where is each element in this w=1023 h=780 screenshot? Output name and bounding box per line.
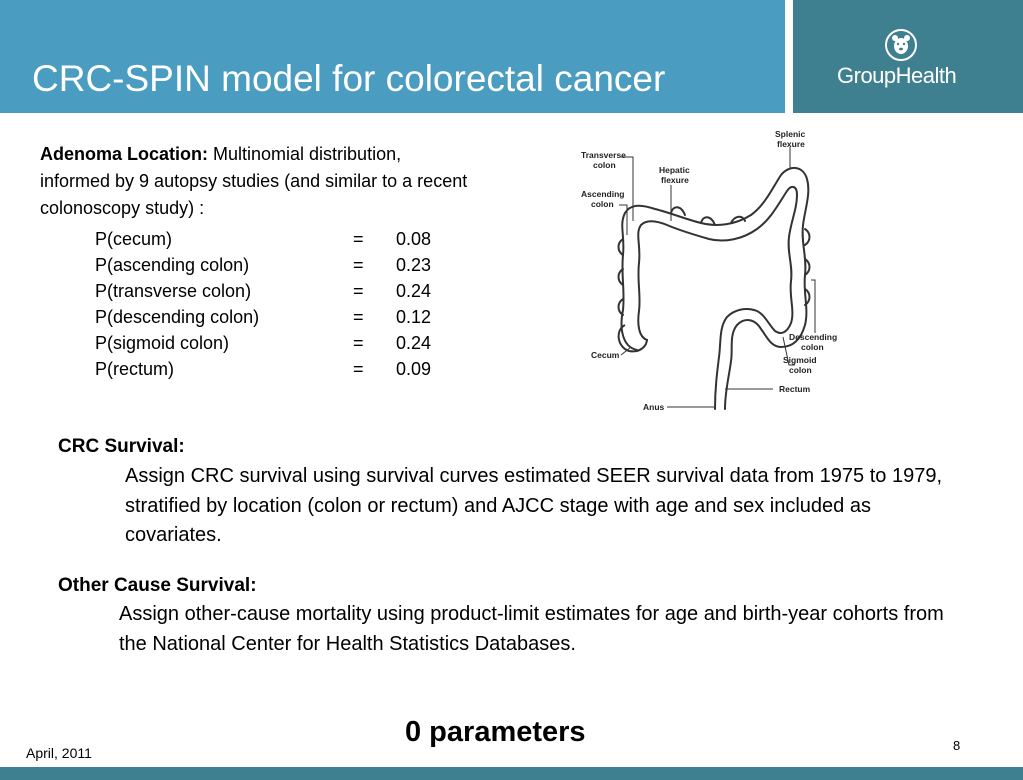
title-bar (0, 0, 785, 113)
label-sigmoid-2: colon (789, 365, 812, 375)
crc-survival-heading: CRC Survival: (58, 436, 185, 457)
prob-eq: = (353, 281, 364, 301)
prob-eq: = (353, 307, 364, 327)
label-descending-2: colon (801, 342, 824, 352)
prob-label: P(descending colon) (95, 307, 260, 327)
prob-row: P(rectum) = 0.09 (95, 356, 455, 382)
other-survival-heading: Other Cause Survival: (58, 575, 257, 596)
adenoma-label: Adenoma Location: (40, 144, 209, 164)
label-transverse-1: Transverse (581, 150, 626, 160)
probability-table: P(cecum) = 0.08 P(ascending colon) = 0.23 P(… (95, 226, 455, 382)
label-anus: Anus (643, 402, 665, 412)
prob-value: 0.12 (396, 307, 432, 327)
prob-value: 0.09 (396, 359, 432, 379)
prob-label: P(ascending colon) (95, 255, 250, 275)
prob-value: 0.23 (396, 255, 432, 275)
footer-date: April, 2011 (26, 745, 92, 761)
prob-value: 0.24 (396, 333, 432, 353)
label-splenic-1: Splenic (775, 129, 806, 139)
prob-row: P(sigmoid colon) = 0.24 (95, 330, 455, 356)
label-cecum: Cecum (591, 350, 620, 360)
label-splenic-2: flexure (777, 139, 805, 149)
prob-label: P(sigmoid colon) (95, 333, 230, 353)
colon-diagram: Splenic flexure Transverse colon Hepatic… (581, 129, 837, 412)
page-number: 8 (953, 738, 961, 753)
adenoma-intro: Adenoma Location: Multinomial distributi… (40, 141, 510, 222)
cecum-shape (617, 324, 648, 353)
colon-outline (617, 167, 811, 410)
prob-value: 0.08 (396, 229, 432, 249)
label-ascending-1: Ascending (581, 189, 624, 199)
label-hepatic-1: Hepatic (659, 165, 690, 175)
prob-row: P(descending colon) = 0.12 (95, 304, 455, 330)
prob-row: P(ascending colon) = 0.23 (95, 252, 455, 278)
prob-value: 0.24 (396, 281, 432, 301)
bear-seal-icon (885, 29, 917, 61)
prob-label: P(rectum) (95, 359, 175, 379)
prob-row: P(cecum) = 0.08 (95, 226, 455, 252)
adenoma-intro-line1: Multinomial distribution, (208, 144, 402, 164)
label-transverse-2: colon (593, 160, 616, 170)
logo-panel (793, 0, 1023, 113)
footer-bar (0, 767, 1023, 780)
prob-row: P(transverse colon) = 0.24 (95, 278, 455, 304)
prob-label: P(cecum) (95, 229, 173, 249)
label-hepatic-2: flexure (661, 175, 689, 185)
logo-text: GroupHealth (837, 63, 957, 88)
prob-eq: = (353, 255, 364, 275)
prob-eq: = (353, 229, 364, 249)
label-descending-1: Descending (789, 332, 837, 342)
page-title: CRC-SPIN model for colorectal cancer (32, 58, 666, 99)
diagram-labels: Splenic flexure Transverse colon Hepatic… (581, 129, 837, 412)
label-sigmoid-1: Sigmoid (783, 355, 817, 365)
parameter-count: 0 parameters (405, 716, 586, 748)
prob-eq: = (353, 359, 364, 379)
leader-lines (619, 147, 816, 408)
label-ascending-2: colon (591, 199, 614, 209)
other-survival-body: Assign other-cause mortality using produ… (119, 603, 944, 655)
crc-survival-body: Assign CRC survival using survival curve… (125, 465, 943, 546)
adenoma-intro-rest: informed by 9 autopsy studies (and simil… (40, 171, 468, 218)
prob-label: P(transverse colon) (95, 281, 252, 301)
prob-eq: = (353, 333, 364, 353)
label-rectum: Rectum (779, 384, 811, 394)
